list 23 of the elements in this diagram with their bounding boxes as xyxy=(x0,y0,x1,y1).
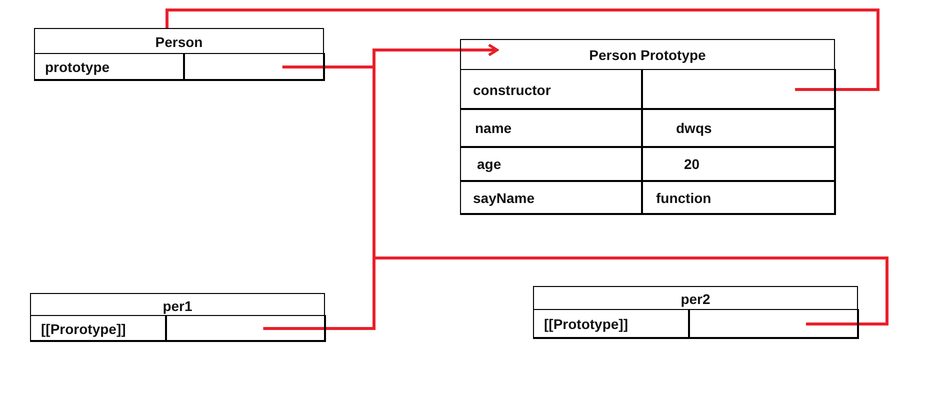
table-cell xyxy=(688,309,859,339)
table-cell: prototype xyxy=(34,53,185,81)
table-cell: [[Prorotype]] xyxy=(30,315,167,342)
table-cell xyxy=(165,315,326,342)
table xyxy=(460,39,835,214)
table-cell: sayName xyxy=(460,180,643,215)
table-cell: function xyxy=(641,180,836,215)
table-header: Person xyxy=(155,34,203,50)
table-cell xyxy=(641,69,836,110)
table-cell: constructor xyxy=(460,69,643,110)
table xyxy=(30,293,325,341)
arrow xyxy=(372,44,888,326)
table-cell: [[Prototype]] xyxy=(533,309,690,339)
table xyxy=(34,28,324,80)
table-cell: name xyxy=(460,108,643,148)
table xyxy=(533,286,858,338)
table-cell xyxy=(183,53,325,81)
table-cell: dwqs xyxy=(641,108,836,148)
table-header: per2 xyxy=(680,291,710,307)
table-cell: 20 xyxy=(641,146,836,182)
table-header: per1 xyxy=(162,298,192,314)
table-header: Person Prototype xyxy=(589,47,706,63)
table-cell: age xyxy=(460,146,643,182)
